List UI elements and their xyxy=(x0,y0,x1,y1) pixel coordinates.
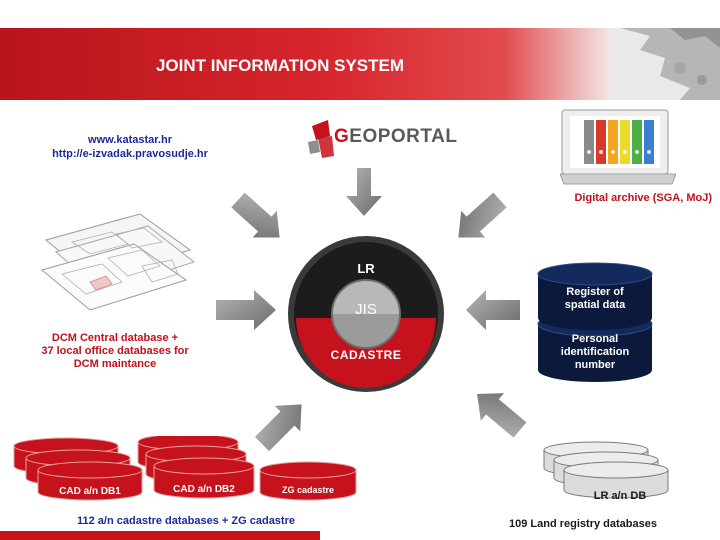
label-line: Register of xyxy=(534,286,656,299)
spatial-register-label: Register of spatial data xyxy=(534,286,656,312)
footer-accent-bar xyxy=(0,531,320,540)
right-cylinders: Register of spatial data Personal identi… xyxy=(534,262,656,384)
arrow-down-icon xyxy=(346,168,382,216)
cad-db2-label: CAD a/n DB2 xyxy=(154,484,254,495)
label-line: number xyxy=(534,359,656,372)
arrow-left-icon xyxy=(466,290,520,330)
cad-db1-label: CAD a/n DB1 xyxy=(38,486,142,497)
label-line: spatial data xyxy=(534,299,656,312)
cadastre-databases: CAD a/n DB1 CAD a/n DB2 ZG cadastre xyxy=(10,436,370,520)
zg-cadastre-label: ZG cadastre xyxy=(260,485,356,495)
arrow-diagonal-icon xyxy=(226,187,292,251)
cadastre-db-caption: 112 a/n cadastre databases + ZG cadastre xyxy=(26,515,346,527)
personal-id-label: Personal identification number xyxy=(534,333,656,372)
label-line: identification xyxy=(534,346,656,359)
arrow-diagonal-icon xyxy=(446,187,512,251)
label-line: Personal xyxy=(534,333,656,346)
arrow-right-icon xyxy=(216,290,276,330)
arrow-diagonal-icon xyxy=(466,380,532,444)
lr-db-label: LR a/n DB xyxy=(560,490,680,502)
land-registry-caption: 109 Land registry databases xyxy=(486,518,680,530)
